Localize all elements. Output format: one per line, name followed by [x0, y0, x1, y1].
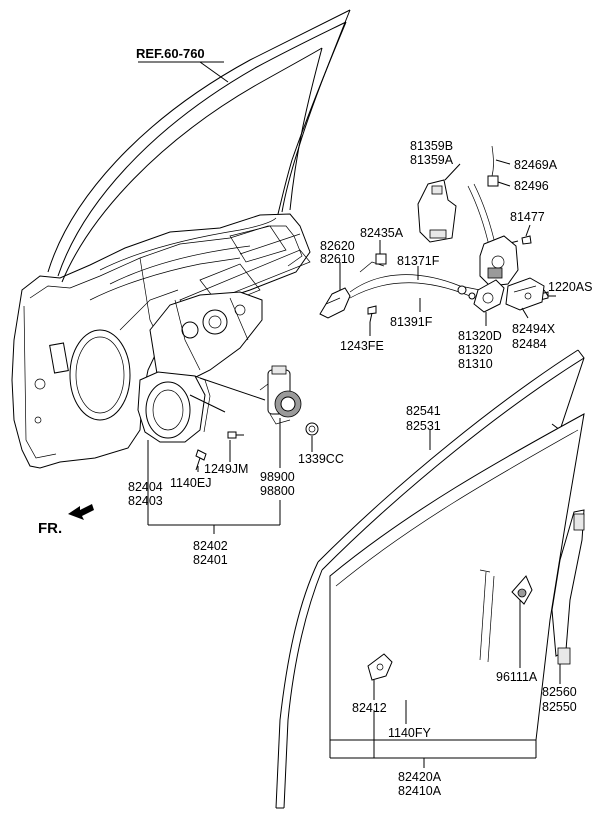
label-82531: 82531	[406, 419, 441, 433]
label-1249JM: 1249JM	[204, 462, 248, 476]
label-82403: 82403	[128, 494, 163, 508]
label-82484: 82484	[512, 337, 547, 351]
label-82435A: 82435A	[360, 226, 404, 240]
ref-label: REF.60-760	[136, 46, 205, 61]
part-labels: REF.60-760 FR. 81359B 81359A 82469A 8249…	[38, 46, 592, 798]
label-82610: 82610	[320, 252, 355, 266]
label-81477: 81477	[510, 210, 545, 224]
label-1339CC: 1339CC	[298, 452, 344, 466]
label-81320D: 81320D	[458, 329, 502, 343]
label-82410A: 82410A	[398, 784, 442, 798]
label-82494X: 82494X	[512, 322, 556, 336]
label-98900: 98900	[260, 470, 295, 484]
label-82496: 82496	[514, 179, 549, 193]
label-81310: 81310	[458, 357, 493, 371]
label-82550: 82550	[542, 700, 577, 714]
label-98800: 98800	[260, 484, 295, 498]
latch-assembly	[319, 145, 545, 319]
label-82620: 82620	[320, 239, 355, 253]
label-82412: 82412	[352, 701, 387, 715]
label-82404: 82404	[128, 480, 163, 494]
label-82420A: 82420A	[398, 770, 442, 784]
label-82401: 82401	[193, 553, 228, 567]
label-82469A: 82469A	[514, 158, 558, 172]
label-1243FE: 1243FE	[340, 339, 384, 353]
regulator-motor	[259, 365, 302, 425]
label-82402: 82402	[193, 539, 228, 553]
label-81391F: 81391F	[390, 315, 433, 329]
label-82560: 82560	[542, 685, 577, 699]
label-81359B: 81359B	[410, 139, 453, 153]
label-82541: 82541	[406, 404, 441, 418]
label-1220AS: 1220AS	[548, 280, 592, 294]
leader-lines	[138, 61, 561, 768]
label-1140EJ: 1140EJ	[170, 476, 211, 490]
label-81320: 81320	[458, 343, 493, 357]
label-81359A: 81359A	[410, 153, 454, 167]
label-1140FY: 1140FY	[388, 726, 432, 740]
label-96111A: 96111A	[496, 670, 538, 684]
door-frame-drawing	[11, 9, 351, 469]
label-81371F: 81371F	[397, 254, 440, 268]
front-direction-arrow	[68, 504, 94, 520]
fr-label: FR.	[38, 520, 62, 537]
